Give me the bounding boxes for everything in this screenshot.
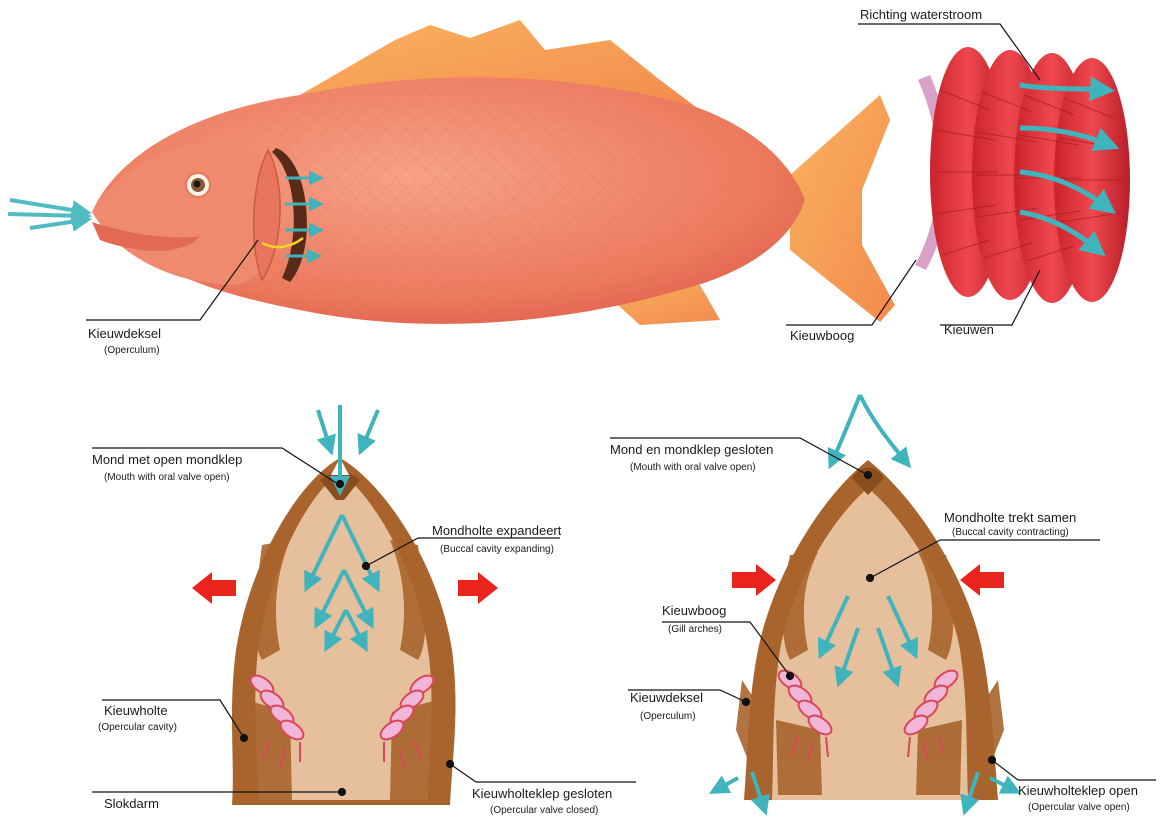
sublabel-buccal-expanding: (Buccal cavity expanding) (440, 544, 554, 556)
sublabel-mouth-open: (Mouth with oral valve open) (104, 472, 230, 484)
label-buccal-expanding: Mondholte expandeert (432, 523, 561, 538)
label-operculum-top: Kieuwdeksel (88, 326, 161, 341)
label-mouth-open: Mond met open mondklep (92, 452, 242, 467)
incoming-water-arrows (8, 200, 84, 228)
label-esophagus: Slokdarm (104, 796, 159, 811)
label-valve-open: Kieuwholteklep open (1018, 783, 1138, 798)
label-mouth-closed: Mond en mondklep gesloten (610, 442, 773, 457)
label-operculum-right: Kieuwdeksel (630, 690, 703, 705)
label-water-direction: Richting waterstroom (860, 7, 982, 22)
sublabel-mouth-closed: (Mouth with oral valve open) (630, 462, 756, 474)
label-valve-closed: Kieuwholteklep gesloten (472, 786, 612, 801)
fish-head (92, 140, 275, 285)
gill-detail-illustration (915, 47, 1130, 303)
sublabel-operculum-top: (Operculum) (104, 345, 160, 357)
sublabel-valve-closed: (Opercular valve closed) (490, 805, 598, 817)
label-buccal-contracting: Mondholte trekt samen (944, 510, 1076, 525)
label-gill-arch-top: Kieuwboog (790, 328, 854, 343)
sublabel-gill-arch-right: (Gill arches) (668, 624, 722, 636)
sublabel-valve-open: (Opercular valve open) (1028, 802, 1130, 814)
label-opercular-cavity: Kieuwholte (104, 703, 168, 718)
tail-fin (790, 95, 895, 322)
label-gill-arch-right: Kieuwboog (662, 603, 726, 618)
sublabel-buccal-contracting: (Buccal cavity contracting) (952, 527, 1069, 539)
sublabel-opercular-cavity: (Opercular cavity) (98, 722, 177, 734)
fish-illustration (8, 20, 895, 325)
sublabel-operculum-right: (Operculum) (640, 711, 696, 723)
label-gills: Kieuwen (944, 322, 994, 337)
